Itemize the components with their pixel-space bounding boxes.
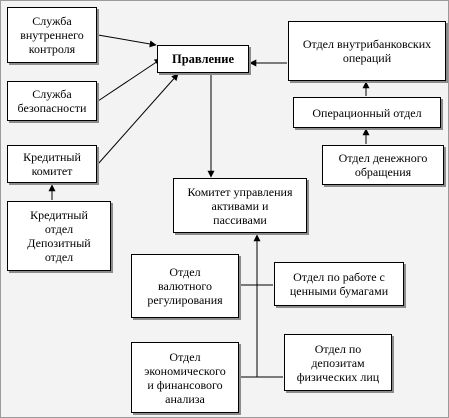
node-otdel-cennye-bumagi: Отдел по работе с ценными бумагами (274, 262, 404, 306)
node-otdel-valyutnogo-regulirovaniya: Отдел валютного регулирования (131, 254, 239, 318)
node-komitet-upravleniya-aktivami: Комитет управления активами и пассивами (173, 178, 307, 233)
node-operacionnyi-otdel: Операционный отдел (293, 97, 441, 128)
node-sluzhba-bezopasnosti: Служба безопасности (7, 81, 97, 121)
edge-kredit-komitet-to-pravlenie (97, 73, 179, 165)
node-kreditnyi-komitet: Кредитный комитет (7, 145, 97, 183)
node-otdel-vnutribankovskih-operacii: Отдел внутрибанковских операций (288, 21, 446, 81)
node-kreditnyi-depozitnyi-otdel: Кредитный отдел Депозитный отдел (7, 201, 111, 271)
edge-bezopasnost-to-pravlenie (97, 58, 162, 102)
edge-sluzhba-vk-to-pravlenie (97, 34, 157, 48)
node-otdel-depozitov-fiz-lic: Отдел по депозитам физических лиц (284, 334, 392, 391)
node-pravlenie: Правление (157, 45, 249, 73)
node-sluzhba-vnutrennego-kontrolya: Служба внутреннего контроля (7, 7, 97, 63)
node-otdel-denezhnogo-obrashcheniya: Отдел денежного обращения (322, 145, 444, 185)
node-otdel-ekonomicheskogo-analiza: Отдел экономического и финансового анали… (131, 342, 239, 413)
